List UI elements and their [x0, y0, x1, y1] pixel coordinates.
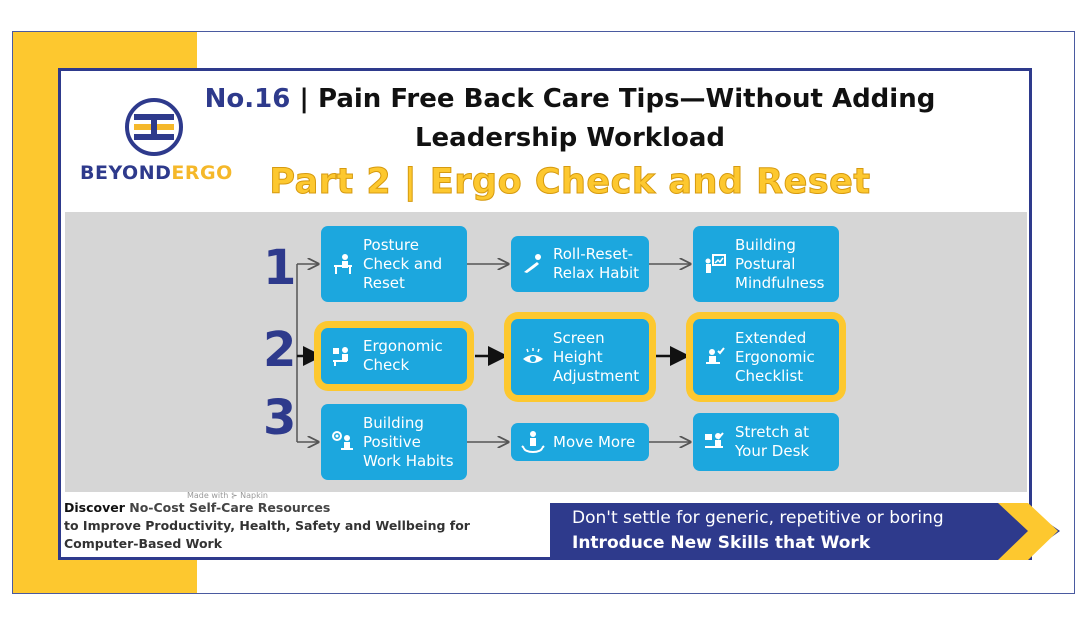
checklist-worker-icon: [706, 347, 725, 364]
step-label: Roll-Reset- Relax Habit: [553, 245, 640, 282]
desk-worker-icon: [333, 347, 348, 366]
brand-wordmark: BEYONDERGO: [80, 162, 233, 184]
step-move-more[interactable]: Move More: [511, 423, 649, 461]
page-title: No.16 | Pain Free Back Care Tips—Without…: [204, 84, 936, 153]
step-posture-check[interactable]: Posture Check and Reset: [321, 226, 467, 302]
step-ergonomic-check[interactable]: Ergonomic Check: [321, 328, 467, 384]
outer-frame: [12, 31, 1075, 594]
step-label: Move More: [553, 432, 636, 451]
page-subtitle: Part 2 | Ergo Check and Reset: [269, 162, 871, 203]
desk-stretch-icon: [705, 432, 724, 448]
banner-text: Don't settle for generic, repetitive or …: [572, 506, 944, 556]
step-positive-habits[interactable]: Building Positive Work Habits: [321, 404, 467, 480]
row-number-1: 1: [263, 240, 297, 296]
step-label: Stretch at Your Desk: [735, 423, 810, 460]
step-roll-reset-relax[interactable]: Roll-Reset- Relax Habit: [511, 236, 649, 292]
banner-line2: Introduce New Skills that Work: [572, 533, 871, 553]
row-number-2: 2: [263, 322, 297, 378]
presentation-icon: [705, 254, 726, 273]
step-extended-checklist[interactable]: Extended Ergonomic Checklist: [693, 319, 839, 395]
desk-posture-icon: [334, 254, 352, 274]
eye-icon: [523, 348, 543, 363]
habit-target-icon: [332, 431, 353, 450]
made-with-napkin: Made with ⊱ Napkin: [187, 491, 268, 500]
row-number-3: 3: [263, 390, 297, 446]
step-label: Posture Check and Reset: [363, 235, 443, 292]
stretch-figure-icon: [524, 254, 541, 273]
banner-arrow: [550, 503, 1060, 560]
step-label: Building Postural Mindfulness: [735, 235, 825, 292]
step-label: Extended Ergonomic Checklist: [735, 328, 815, 385]
step-label: Ergonomic Check: [363, 337, 443, 374]
step-postural-mindfulness[interactable]: Building Postural Mindfulness: [693, 226, 839, 302]
moving-person-icon: [521, 431, 545, 453]
footer-resources[interactable]: Discover No-Cost Self-Care Resources to …: [64, 500, 470, 551]
banner-line1: Don't settle for generic, repetitive or …: [572, 508, 944, 528]
step-stretch-desk[interactable]: Stretch at Your Desk: [693, 413, 839, 471]
beyondergo-logo: [125, 98, 183, 156]
step-label: Building Positive Work Habits: [363, 413, 454, 470]
step-screen-height[interactable]: Screen Height Adjustment: [511, 319, 649, 395]
step-label: Screen Height Adjustment: [553, 328, 640, 385]
